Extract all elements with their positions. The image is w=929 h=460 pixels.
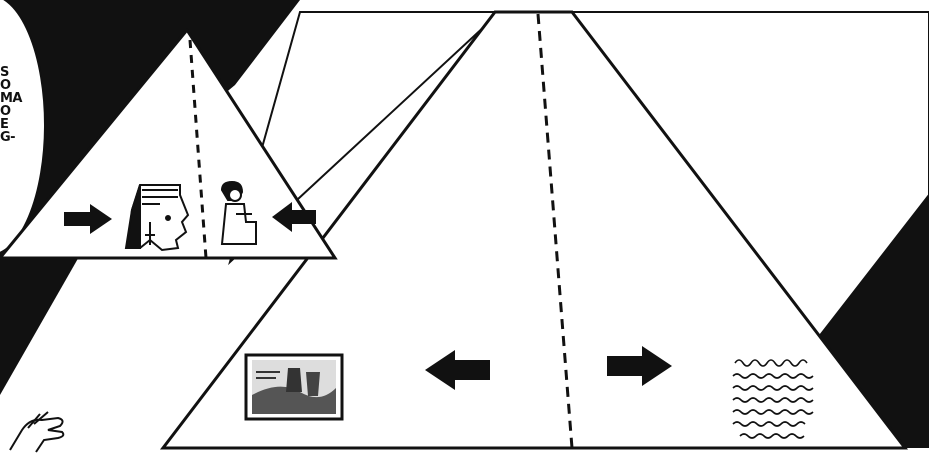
landscape-picture-icon bbox=[246, 355, 342, 419]
side-text-fragment: S O MA O E G- bbox=[0, 66, 40, 144]
black-wedge-left-lower bbox=[0, 255, 80, 395]
open-hand-icon bbox=[10, 412, 63, 452]
side-text-line: G- bbox=[0, 131, 40, 144]
